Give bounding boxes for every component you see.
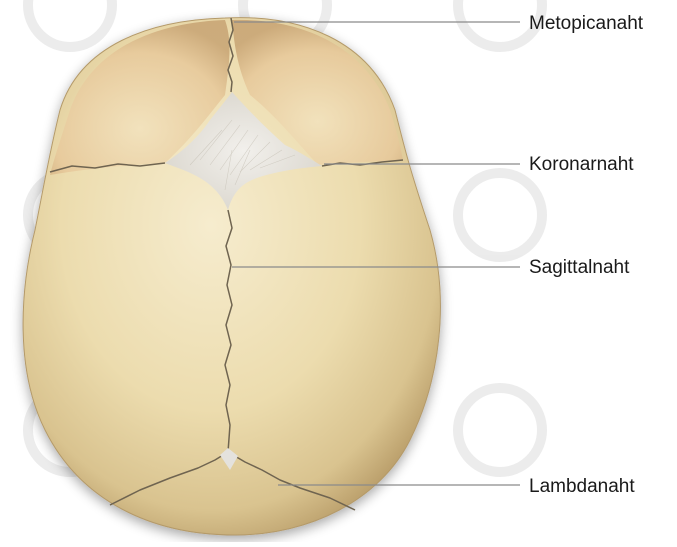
label-lambdoid-suture: Lambdanaht [529, 477, 635, 496]
label-coronal-suture: Koronarnaht [529, 155, 634, 174]
watermark-icon [458, 173, 542, 257]
label-sagittal-suture: Sagittalnaht [529, 258, 629, 277]
watermark-icon [28, 0, 112, 47]
watermark-icon [458, 388, 542, 472]
label-metopic-suture: Metopicanaht [529, 14, 643, 33]
